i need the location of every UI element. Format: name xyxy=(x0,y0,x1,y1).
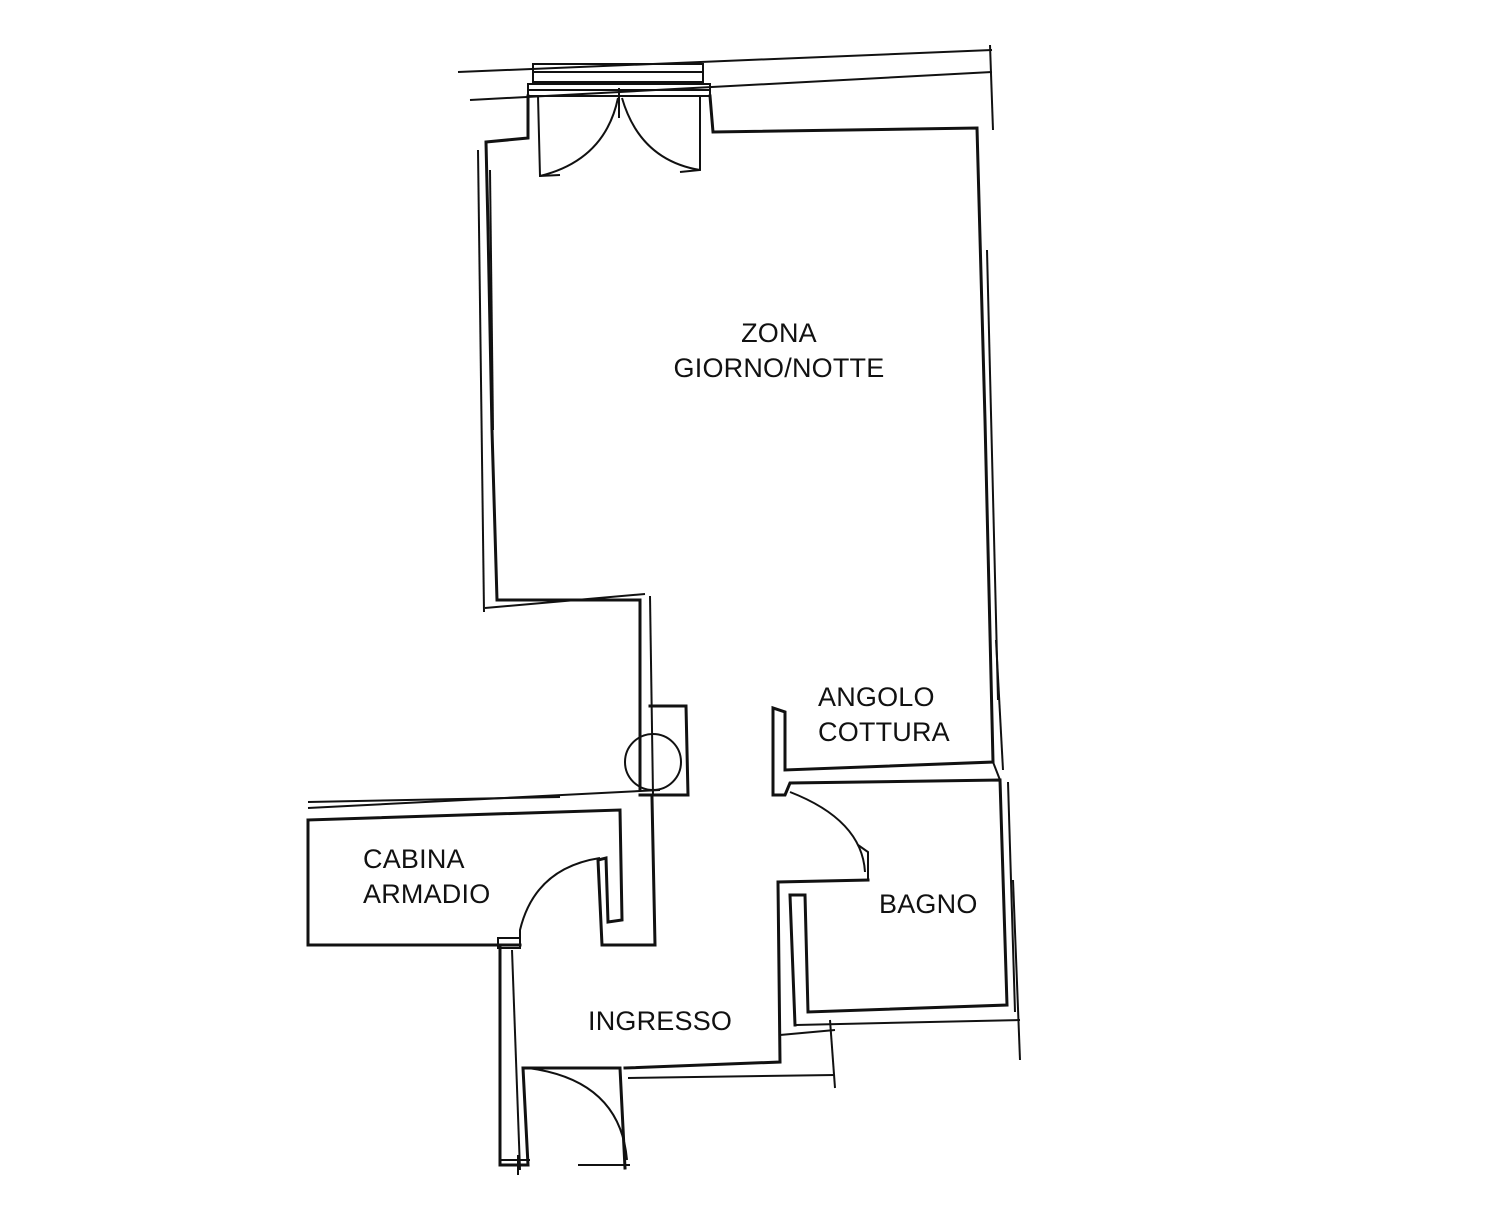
label-zona-line1: ZONA xyxy=(741,318,817,348)
entrance-walls xyxy=(498,878,870,1175)
label-bagno: BAGNO xyxy=(879,887,978,922)
label-ingresso: INGRESSO xyxy=(588,1004,732,1039)
bathroom-walls xyxy=(771,778,1021,1061)
walk-in-closet-walls xyxy=(306,789,661,949)
label-angolo-line2: COTTURA xyxy=(818,717,950,747)
label-cabina-armadio: CABINA ARMADIO xyxy=(363,842,490,912)
label-ingresso-text: INGRESSO xyxy=(588,1006,733,1036)
label-zona-line2: GIORNO/NOTTE xyxy=(673,353,885,383)
label-angolo-line1: ANGOLO xyxy=(818,682,935,712)
round-column xyxy=(624,704,690,797)
label-cabina-line1: CABINA xyxy=(363,844,465,874)
label-bagno-text: BAGNO xyxy=(879,889,978,919)
label-angolo-cottura: ANGOLO COTTURA xyxy=(818,680,950,750)
label-cabina-line2: ARMADIO xyxy=(363,879,491,909)
wall-thickness-lines xyxy=(477,149,999,796)
balcony-double-door xyxy=(537,88,701,178)
kitchen-corner-wall xyxy=(992,639,1004,781)
label-zona-giorno-notte: ZONA GIORNO/NOTTE xyxy=(664,316,894,386)
